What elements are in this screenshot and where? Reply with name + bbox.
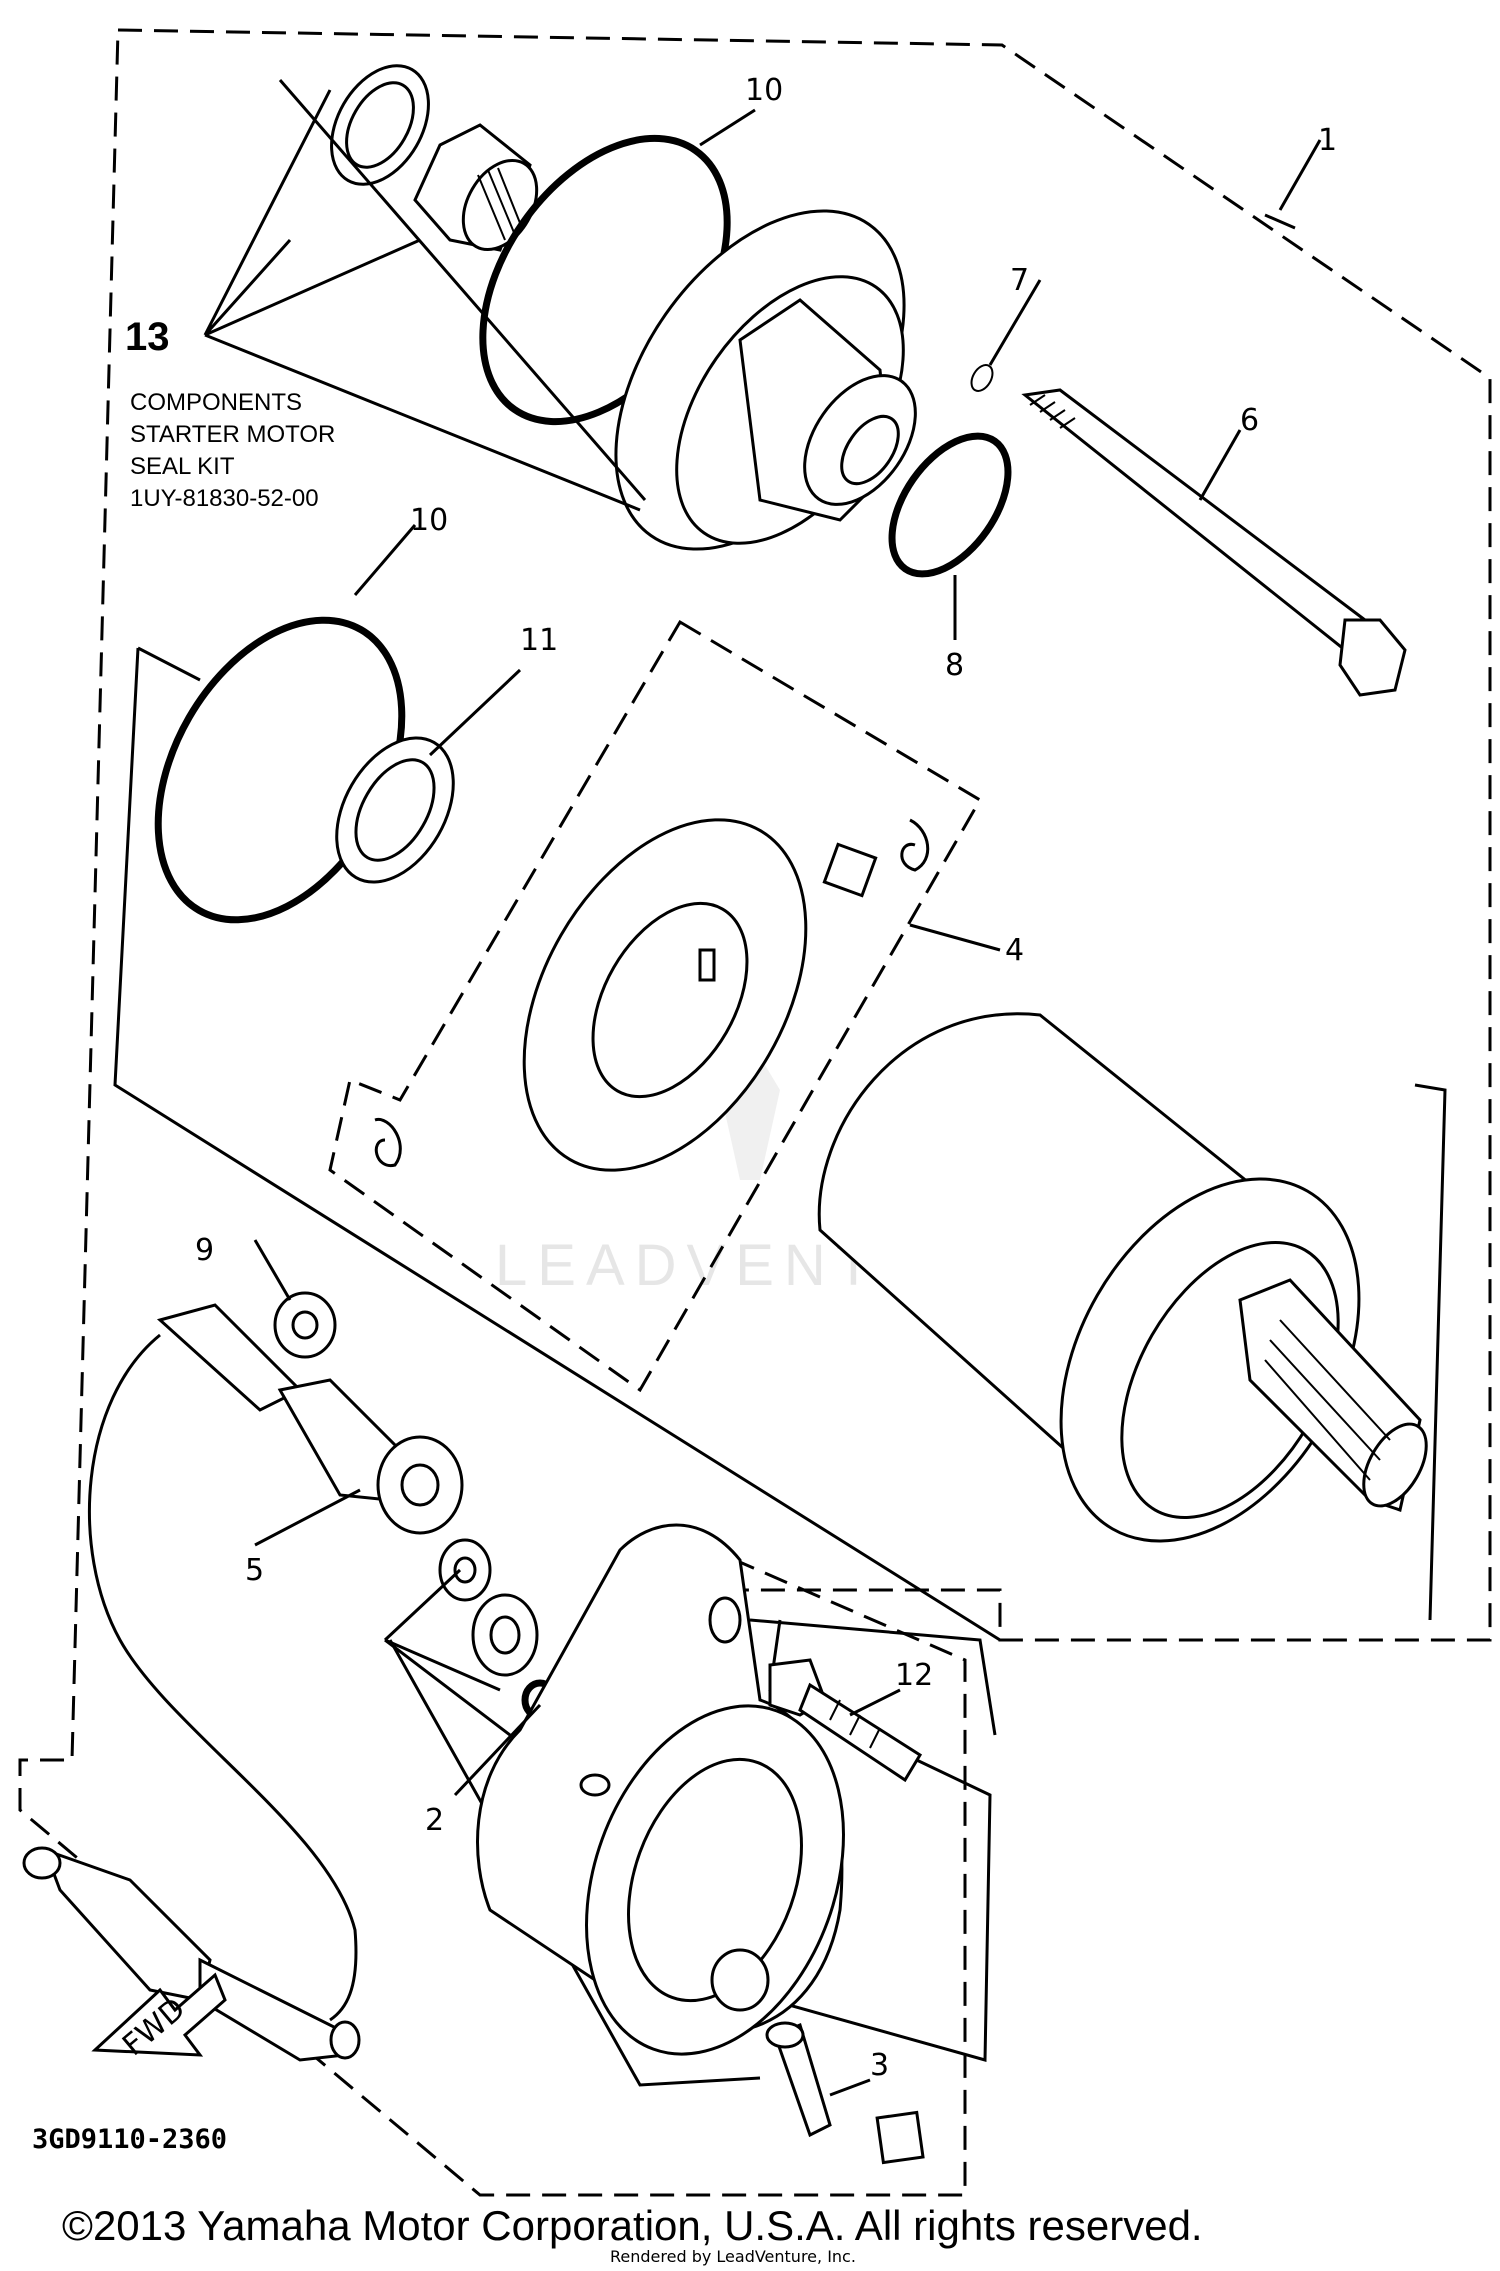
svg-text:COMPONENTS: COMPONENTS [130, 389, 302, 416]
callout-7: 7 [1010, 263, 1029, 298]
brush [822, 842, 878, 898]
callout-1: 1 [1318, 123, 1337, 158]
front-cover [614, 209, 917, 551]
callout-13: 13 [125, 315, 170, 359]
screw-with-clip [765, 2021, 925, 2165]
callout-8: 8 [945, 648, 964, 683]
brush-spring-top [900, 818, 930, 872]
rendered-by-notice: Rendered by LeadVenture, Inc. [610, 2247, 856, 2266]
motor-yoke [817, 1012, 1428, 1543]
washer-small-inner [453, 1556, 477, 1584]
brush-set-boundary [328, 619, 983, 1393]
cover-bolt [768, 1658, 923, 1783]
callout-labels: 1 10 7 6 8 10 11 4 9 5 12 2 3 13 [125, 73, 1337, 2083]
leader-lines [203, 79, 1322, 2097]
callout-2: 2 [425, 1803, 444, 1838]
callout-6: 6 [1240, 403, 1259, 438]
brush-holder-plate [522, 818, 808, 1172]
o-ring-8 [888, 432, 1012, 578]
callout-9: 9 [195, 1233, 214, 1268]
callout-10-lower: 10 [410, 503, 448, 538]
through-bolt [1021, 388, 1407, 697]
callout-4: 4 [1005, 933, 1024, 968]
seal-kit-note: COMPONENTS STARTER MOTOR SEAL KIT 1UY-81… [130, 389, 335, 512]
motor-bracket-right [1414, 1083, 1447, 1621]
washer-large-inner [489, 1615, 521, 1655]
svg-text:STARTER MOTOR: STARTER MOTOR [130, 421, 335, 448]
svg-text:1UY-81830-52-00: 1UY-81830-52-00 [130, 485, 319, 512]
needle-bearing [413, 123, 539, 252]
brush-spring-bottom [374, 1118, 402, 1167]
motor-bracket [113, 647, 1001, 1642]
oil-seal [330, 64, 430, 186]
motor-bracket-top [137, 646, 201, 682]
rear-cover [476, 1523, 845, 2056]
callout-3: 3 [870, 2048, 889, 2083]
callout-5: 5 [245, 1553, 264, 1588]
forward-direction-arrow: FWD [91, 1972, 227, 2063]
lead-wire [22, 1303, 464, 2062]
small-o-ring [970, 364, 994, 392]
copyright-notice: ©2013 Yamaha Motor Corporation, U.S.A. A… [62, 2202, 1203, 2249]
svg-text:SEAL KIT: SEAL KIT [130, 453, 235, 480]
callout-10-top: 10 [745, 73, 783, 108]
nut [273, 1291, 337, 1359]
shim-washer [335, 736, 455, 884]
callout-12: 12 [895, 1658, 933, 1693]
diagram-code: 3GD9110-2360 [32, 2124, 227, 2155]
callout-11: 11 [520, 623, 558, 658]
